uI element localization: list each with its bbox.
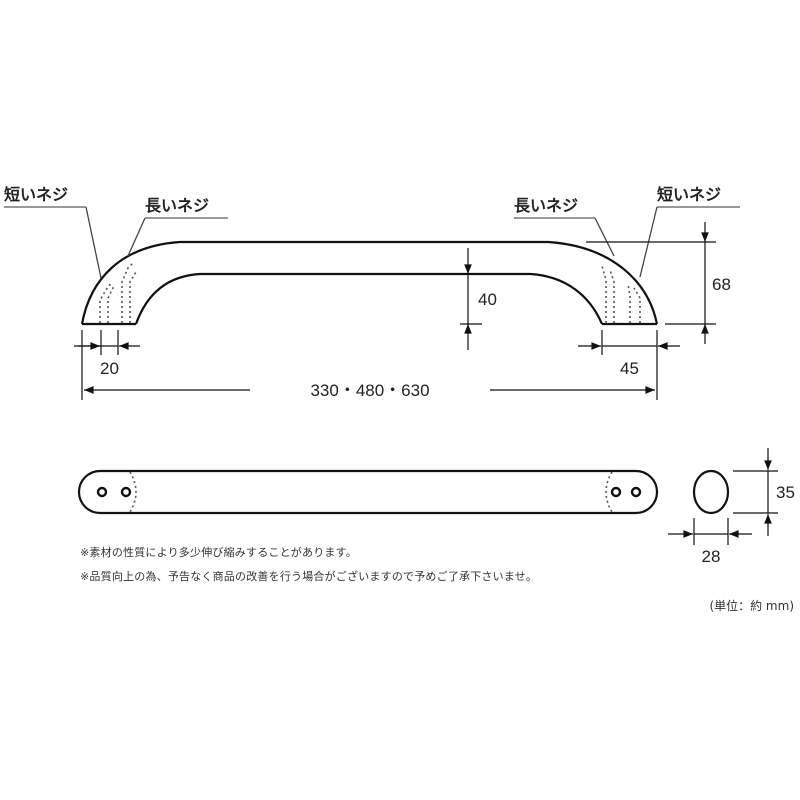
- top-view-hidden-arcs: [129, 471, 613, 513]
- left-screws-hidden: [99, 261, 137, 323]
- dim-grip-thickness: [460, 248, 482, 350]
- dim-total-height: [586, 222, 716, 344]
- leaders: [4, 206, 740, 279]
- mounting-holes: [96, 486, 642, 498]
- dim-end-height: [733, 448, 778, 536]
- note-quality: ※品質向上の為、予告なく商品の改善を行う場合がございますので予めご了承下さいませ…: [80, 570, 538, 583]
- top-view-handle: [77, 469, 659, 515]
- label-short-screw-right: 短いネジ: [657, 185, 721, 204]
- label-long-screw-right: 長いネジ: [514, 196, 578, 215]
- label-long-screw-left: 長いネジ: [145, 196, 209, 215]
- unit-label: (単位：約 mm): [709, 599, 794, 613]
- dim-right-offset-value: 45: [620, 359, 639, 378]
- dim-grip-thickness-value: 40: [478, 290, 497, 309]
- right-screws-hidden: [601, 265, 641, 323]
- label-short-screw-left: 短いネジ: [4, 185, 68, 204]
- dim-length-value: 330・480・630: [310, 381, 429, 400]
- dim-total-height-value: 68: [712, 275, 731, 294]
- dim-left-offset-value: 20: [100, 359, 119, 378]
- front-view-handle: [80, 240, 659, 326]
- dim-end-width-value: 28: [702, 547, 721, 566]
- extension-lines: [81, 330, 658, 400]
- dim-end-height-value: 35: [776, 483, 795, 502]
- dim-end-width: [668, 518, 752, 545]
- note-material: ※素材の性質により多少伸び縮みすることがあります。: [80, 546, 357, 559]
- cross-section-oval: [692, 469, 730, 515]
